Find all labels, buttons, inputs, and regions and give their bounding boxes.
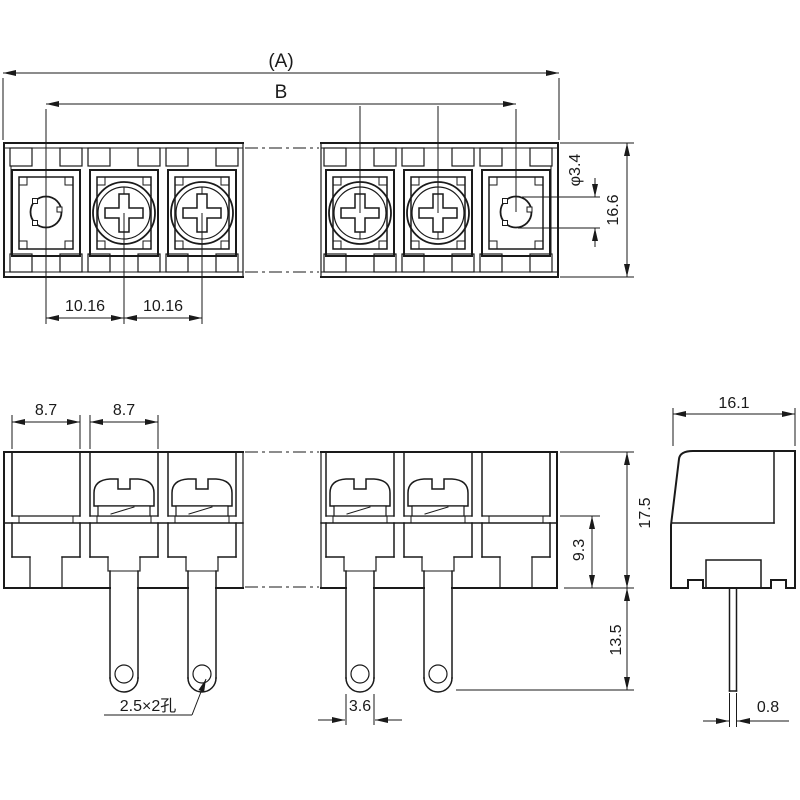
end-view-foot-block	[705, 559, 762, 589]
dim-label-pin-length: 13.5	[608, 624, 625, 655]
dim-label-front-height: 16.6	[605, 194, 622, 225]
front-view	[3, 142, 559, 278]
side-view	[3, 451, 558, 692]
dim-label-overall-width: (A)	[268, 51, 293, 72]
housing-tabs	[9, 147, 553, 273]
dim-front-height: 16.6	[560, 142, 634, 278]
dim-hole-diameter: φ3.4	[518, 154, 600, 247]
pin-hole-callout: 2.5×2孔	[104, 678, 207, 716]
dim-pitch-left: 10.16	[46, 298, 124, 321]
dim-cell-width-1: 8.7	[11, 402, 81, 449]
side-screw-cell-with-pin	[326, 452, 394, 692]
dim-label-depth: 16.1	[718, 395, 749, 412]
end-view-pin	[728, 587, 738, 692]
side-screw-cell-with-pin	[90, 452, 158, 692]
side-view-dimensions: 8.7 8.7 17.5 9.3 13.5	[11, 402, 654, 725]
dim-label-cell-width-2: 8.7	[113, 402, 135, 419]
dim-pin-width: 3.6	[318, 694, 402, 725]
side-screw-cell-with-pin	[404, 452, 472, 692]
dim-overall-width: (A)	[2, 51, 560, 140]
dim-hole-span: B	[45, 82, 517, 324]
dim-cell-width-2: 8.7	[89, 402, 159, 449]
end-view-dimensions: 16.1 0.8	[672, 395, 796, 727]
dim-total-height: 17.5	[560, 451, 654, 589]
dim-pin-length: 13.5	[456, 588, 634, 691]
dim-label-cell-width-1: 8.7	[35, 402, 57, 419]
dim-label-hole-span: B	[275, 82, 288, 103]
dim-depth: 16.1	[672, 395, 796, 446]
dim-base-height: 9.3	[560, 515, 600, 588]
dim-pin-thickness: 0.8	[703, 693, 789, 727]
side-screw-cell-with-pin	[168, 452, 236, 692]
dim-label-pin-width: 3.6	[349, 698, 371, 715]
side-end-cell-left	[12, 452, 80, 588]
front-view-dimensions: (A) B 10.16 10.16 16.6	[2, 51, 634, 324]
dim-label-pin-thickness: 0.8	[757, 699, 779, 716]
dim-label-base-height: 9.3	[571, 539, 588, 561]
dim-pitch-right: 10.16	[124, 298, 202, 321]
end-view	[670, 450, 796, 692]
side-end-cell-right	[482, 452, 550, 588]
dim-label-pitch-right: 10.16	[143, 298, 183, 315]
dim-label-pitch-left: 10.16	[65, 298, 105, 315]
dim-label-total-height: 17.5	[637, 497, 654, 528]
pin-hole-note: 2.5×2孔	[120, 697, 177, 715]
dim-label-hole-diameter: φ3.4	[567, 154, 584, 187]
